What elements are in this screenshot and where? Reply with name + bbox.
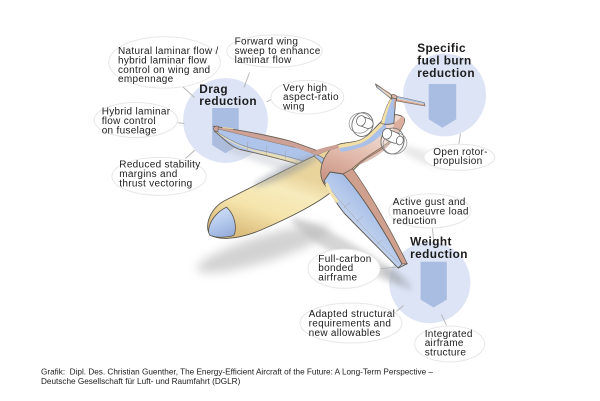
svg-text:Natural laminar flow /: Natural laminar flow /	[118, 46, 219, 57]
svg-text:Integrated: Integrated	[425, 329, 473, 340]
svg-text:new allowables: new allowables	[309, 328, 381, 339]
svg-text:Drag: Drag	[199, 82, 228, 96]
svg-text:Forward wing: Forward wing	[235, 37, 299, 48]
svg-text:empennage: empennage	[118, 74, 174, 85]
svg-text:reduction: reduction	[393, 216, 437, 227]
svg-text:structure: structure	[425, 348, 467, 359]
svg-text:bonded: bonded	[318, 263, 353, 274]
svg-text:hybrid laminar flow: hybrid laminar flow	[118, 55, 208, 66]
svg-text:requirements and: requirements and	[309, 319, 392, 330]
svg-text:margins and: margins and	[119, 169, 177, 180]
svg-text:reduction: reduction	[417, 66, 475, 80]
svg-text:wing: wing	[282, 101, 305, 112]
svg-text:laminar flow: laminar flow	[235, 55, 292, 66]
svg-text:Deutsche Gesellschaft für Luft: Deutsche Gesellschaft für Luft- und Raum…	[41, 377, 241, 386]
svg-text:Full-carbon: Full-carbon	[318, 254, 371, 265]
svg-text:Grafik: Dipl. Des. Christian: Grafik: Dipl. Des. Christian Guenther, T…	[41, 367, 433, 376]
svg-text:Weight: Weight	[410, 235, 452, 249]
svg-text:Adapted structural: Adapted structural	[309, 309, 396, 320]
svg-text:sweep to enhance: sweep to enhance	[235, 46, 321, 57]
svg-text:Active gust and: Active gust and	[393, 197, 466, 208]
svg-text:Reduced stability: Reduced stability	[119, 160, 200, 171]
svg-text:Specific: Specific	[417, 41, 466, 55]
svg-text:Very high: Very high	[283, 83, 327, 94]
svg-text:aspect-ratio: aspect-ratio	[283, 92, 339, 103]
svg-text:thrust vectoring: thrust vectoring	[119, 179, 192, 190]
svg-text:fuel burn: fuel burn	[417, 54, 472, 68]
svg-text:Open rotor-: Open rotor-	[433, 147, 487, 158]
svg-text:reduction: reduction	[199, 94, 257, 108]
svg-text:flow control: flow control	[102, 116, 156, 127]
svg-text:reduction: reduction	[410, 247, 468, 261]
svg-text:Hybrid laminar: Hybrid laminar	[102, 107, 171, 118]
svg-text:control on wing and: control on wing and	[118, 65, 210, 76]
svg-text:propulsion: propulsion	[433, 156, 482, 167]
svg-text:airframe: airframe	[425, 338, 464, 349]
svg-text:airframe: airframe	[318, 273, 357, 284]
svg-text:manoeuvre load: manoeuvre load	[393, 206, 469, 217]
svg-text:on fuselage: on fuselage	[102, 126, 157, 137]
